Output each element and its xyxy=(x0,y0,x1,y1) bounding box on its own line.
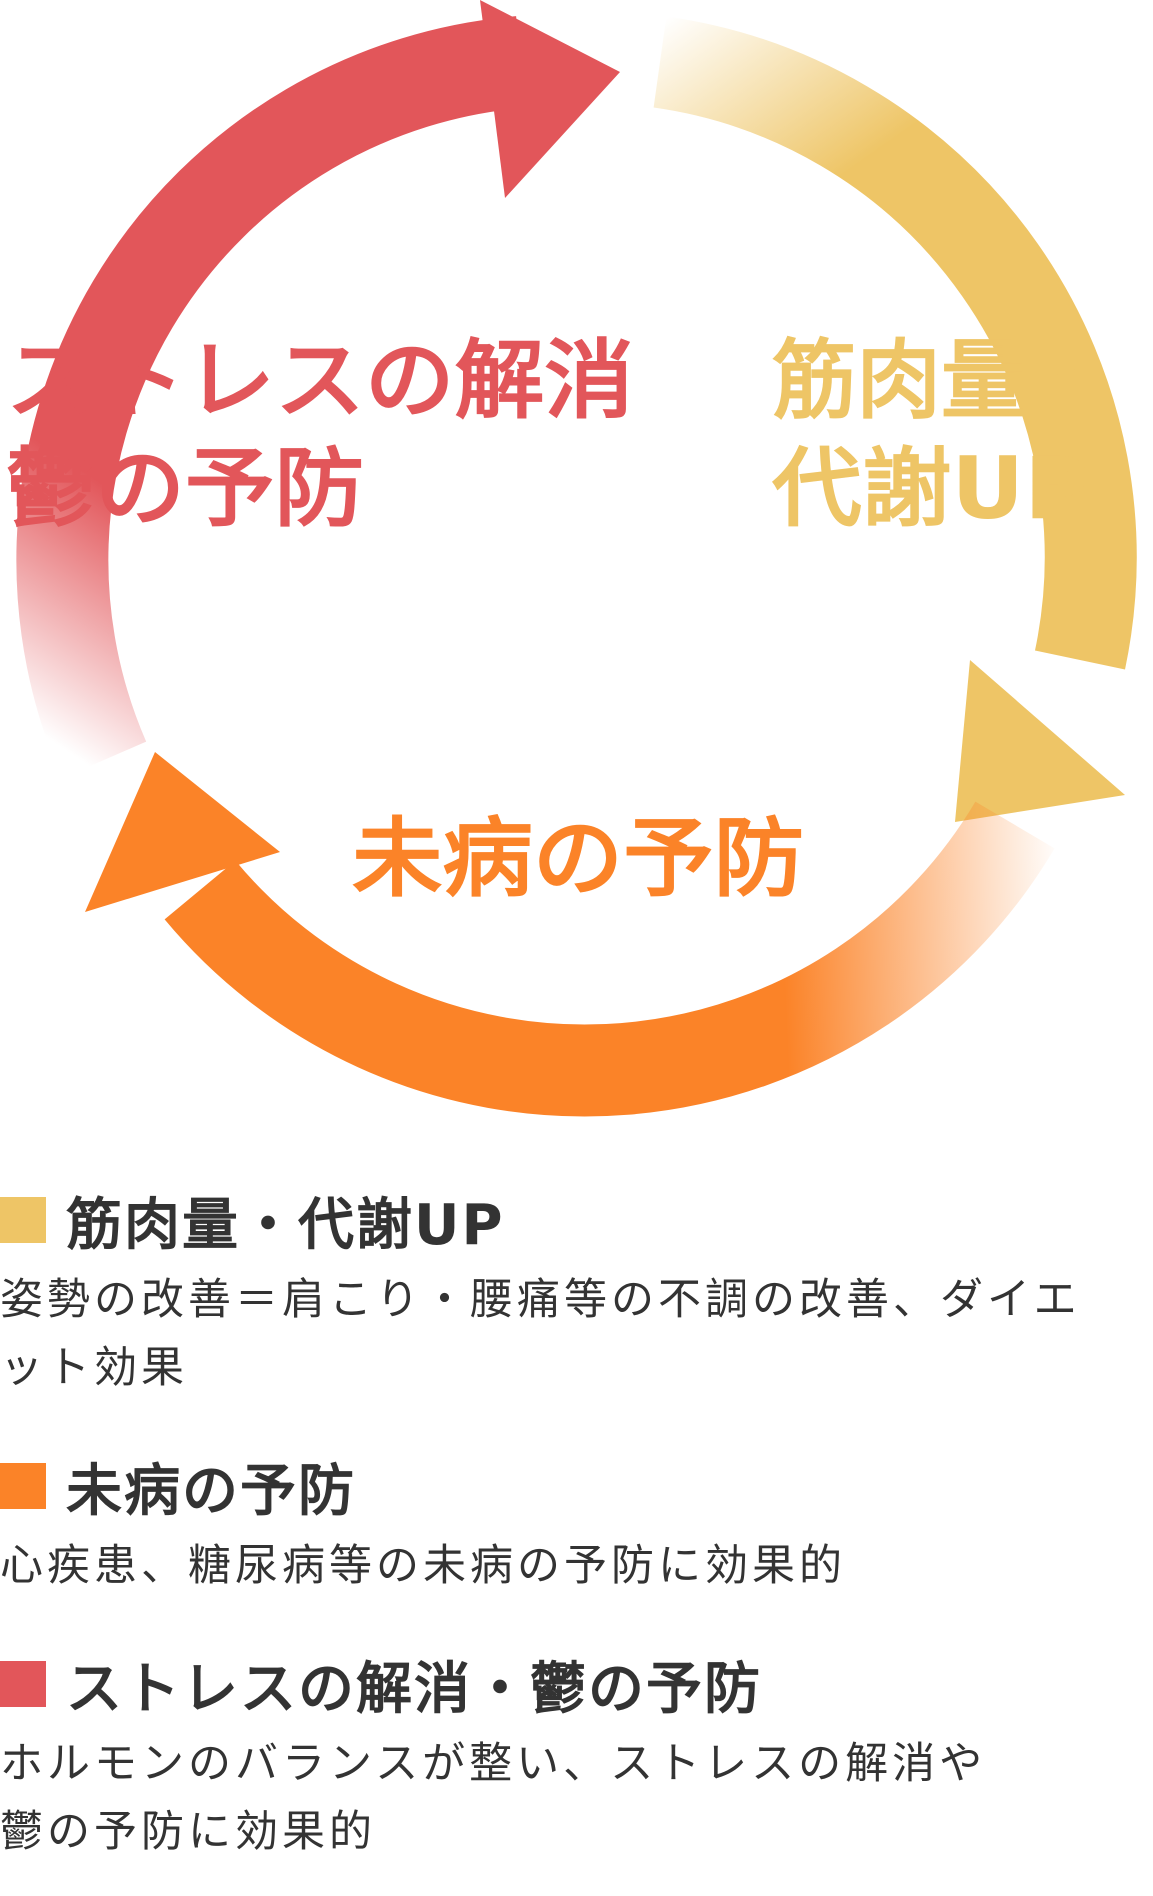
stress-label-line1: ストレスの解消 xyxy=(6,331,634,431)
legend-title-row: 未病の予防 xyxy=(0,1446,1153,1526)
stress-arrow-head xyxy=(480,0,620,198)
legend-swatch xyxy=(0,1197,46,1243)
legend-title-row: ストレスの解消・鬱の予防 xyxy=(0,1644,1153,1724)
legend-swatch xyxy=(0,1463,46,1509)
cycle-diagram: ストレスの解消 鬱の予防 筋肉量・ 代謝UP 未病の予防 xyxy=(6,0,1137,1117)
muscle-label-line2: 代謝UP xyxy=(771,439,1090,539)
legend: 筋肉量・代謝UP 姿勢の改善＝肩こり・腰痛等の不調の改善、ダイエ ット効果 未病… xyxy=(0,1180,1153,1866)
legend-item-muscle: 筋肉量・代謝UP 姿勢の改善＝肩こり・腰痛等の不調の改善、ダイエ ット効果 xyxy=(0,1180,1153,1402)
legend-title-row: 筋肉量・代謝UP xyxy=(0,1180,1153,1260)
legend-swatch xyxy=(0,1661,46,1707)
legend-description: 心疾患、糖尿病等の未病の予防に効果的 xyxy=(0,1541,846,1591)
muscle-arrow-head xyxy=(955,660,1125,822)
legend-item-disease: 未病の予防 心疾患、糖尿病等の未病の予防に効果的 xyxy=(0,1446,1153,1600)
legend-title: ストレスの解消・鬱の予防 xyxy=(66,1656,762,1722)
disease-arrow-head xyxy=(85,752,280,912)
muscle-label-line1: 筋肉量・ xyxy=(772,331,1110,431)
stress-arc xyxy=(16,0,620,779)
legend-item-stress: ストレスの解消・鬱の予防 ホルモンのバランスが整い、ストレスの解消や 鬱の予防に… xyxy=(0,1644,1153,1866)
legend-description: 姿勢の改善＝肩こり・腰痛等の不調の改善、ダイエ ット効果 xyxy=(0,1275,1081,1393)
disease-arc-band xyxy=(164,801,1055,1117)
muscle-arc xyxy=(653,16,1137,822)
legend-title: 未病の予防 xyxy=(66,1458,356,1524)
legend-title: 筋肉量・代謝UP xyxy=(66,1192,505,1258)
muscle-arc-band xyxy=(653,16,1137,670)
disease-arc xyxy=(85,752,1055,1117)
legend-description: ホルモンのバランスが整い、ストレスの解消や 鬱の予防に効果的 xyxy=(0,1739,987,1857)
disease-label: 未病の予防 xyxy=(352,809,804,909)
stress-arc-band xyxy=(16,16,524,779)
stress-label-line2: 鬱の予防 xyxy=(6,439,364,539)
